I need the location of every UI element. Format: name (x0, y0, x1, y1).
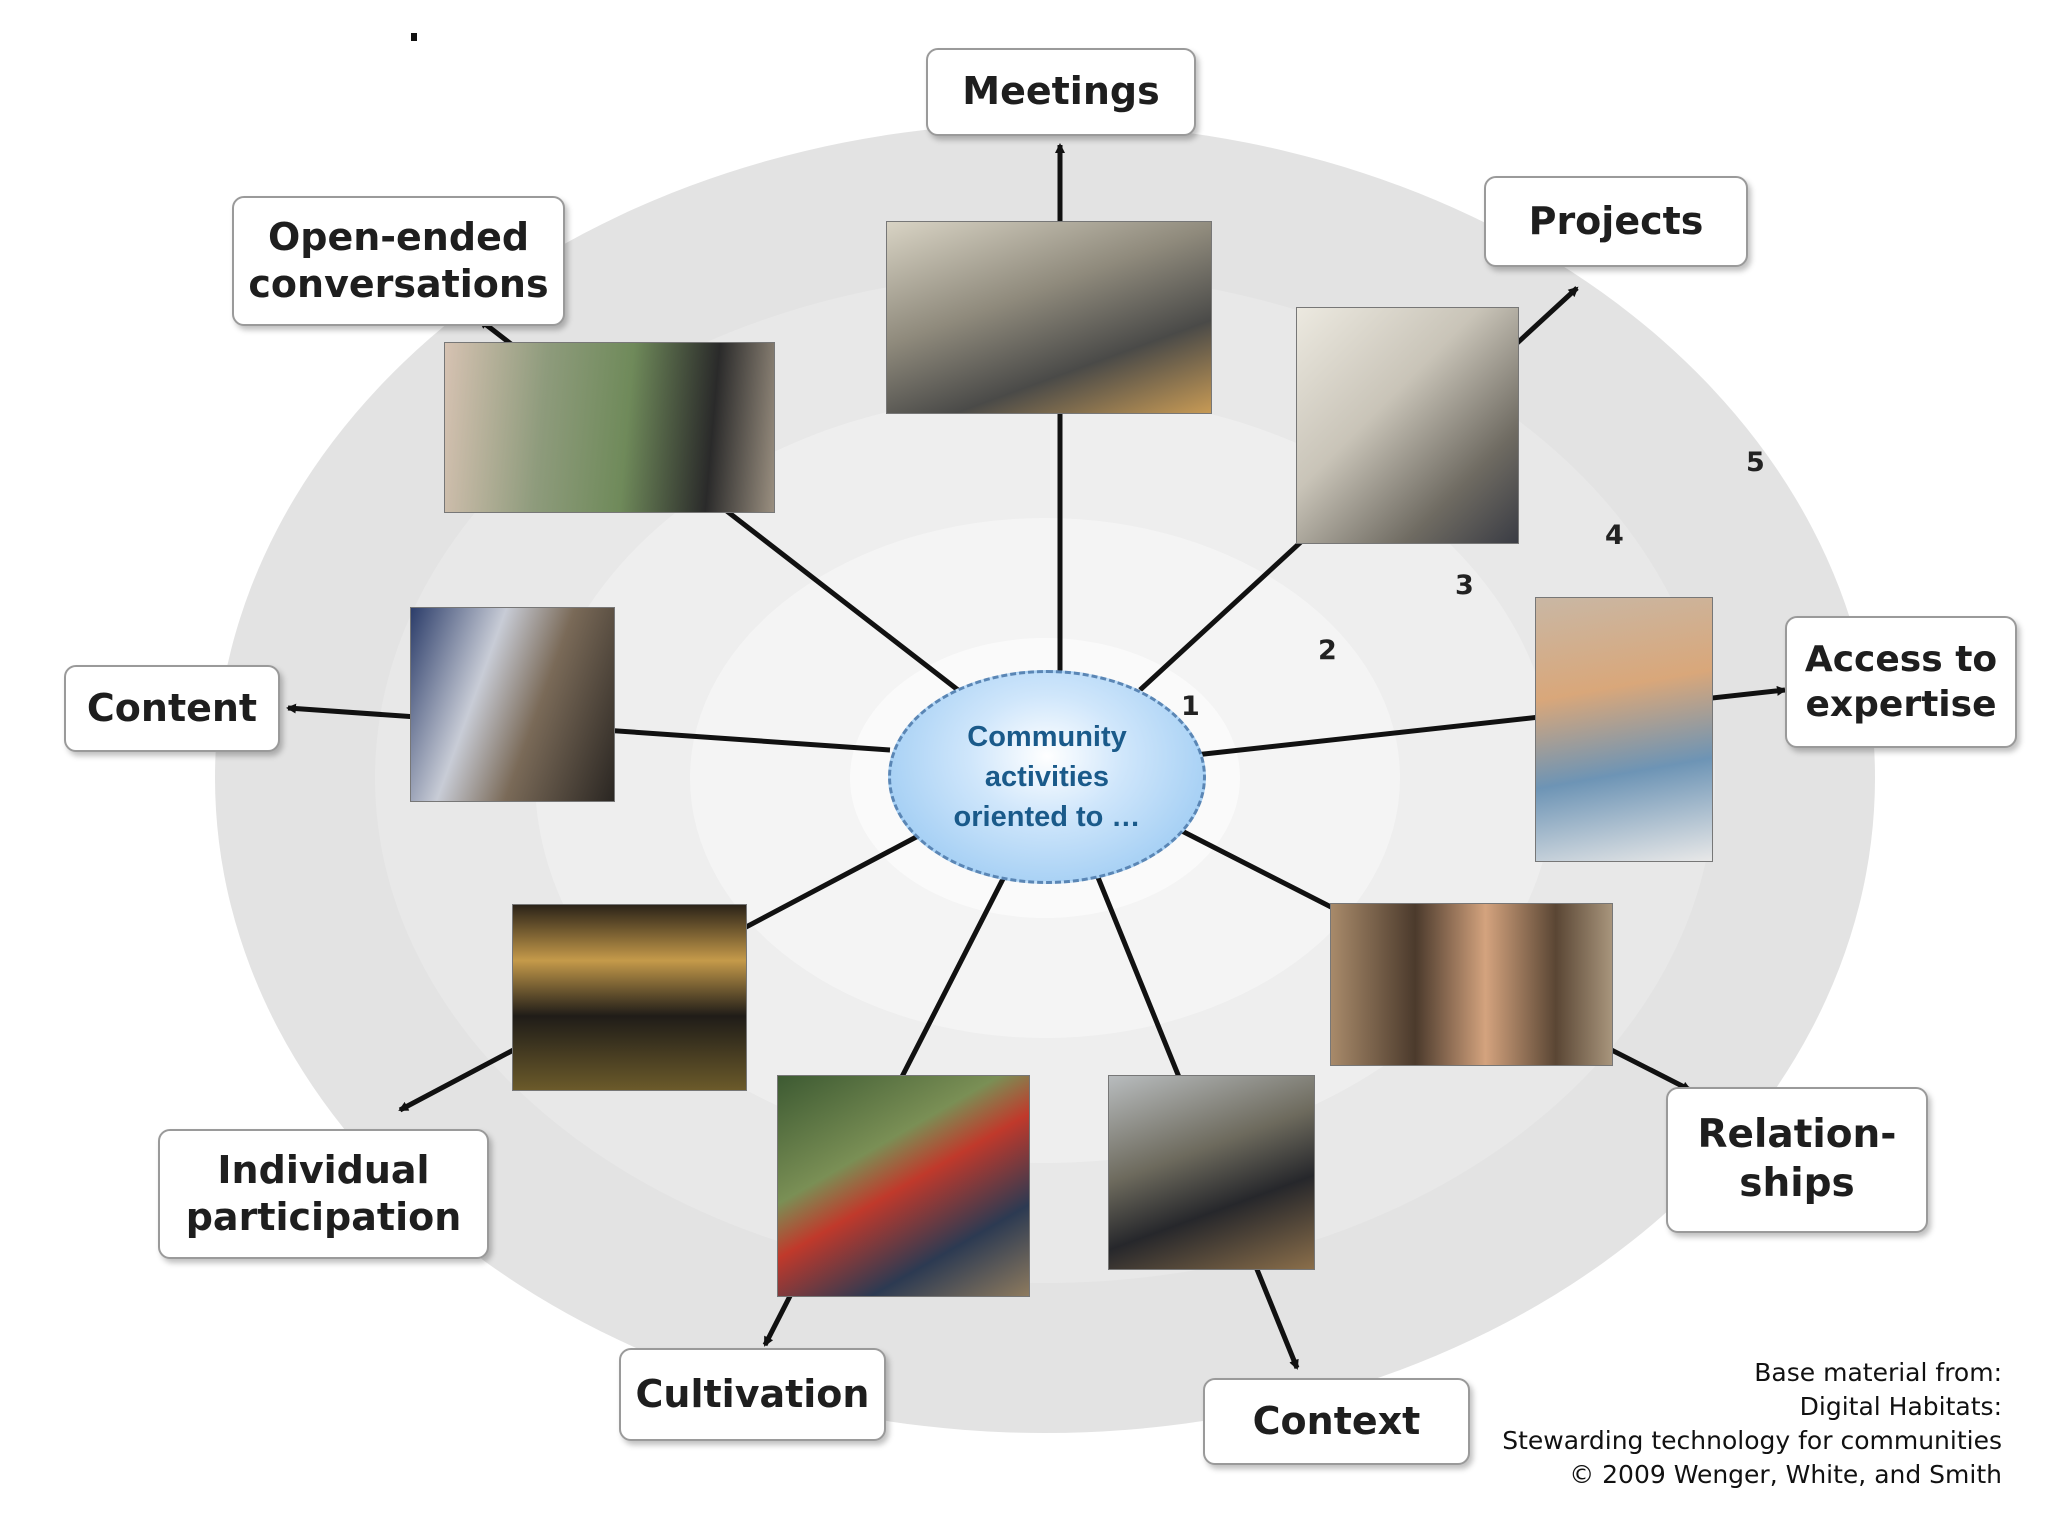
photo-meetings (886, 221, 1212, 414)
photo-context (1108, 1075, 1315, 1270)
box-individual-line-1: Individual (217, 1147, 430, 1192)
hub-line-3: oriented to … (953, 801, 1141, 833)
box-conversations-line-1: Open-ended (267, 214, 530, 259)
box-individual-participation: Individual participation (158, 1129, 489, 1259)
photo-relationships (1330, 903, 1613, 1066)
box-context: Context (1203, 1378, 1470, 1465)
ring-number-2: 2 (1318, 635, 1337, 666)
box-cultivation: Cultivation (619, 1348, 886, 1441)
box-context-label: Context (1252, 1398, 1421, 1443)
box-access-line-1: Access to (1804, 639, 1998, 680)
credit-line-1: Base material from: (1754, 1358, 2002, 1387)
box-relationships-line-2: ships (1739, 1161, 1855, 1206)
credit-line-3: Stewarding technology for communities (1502, 1426, 2002, 1455)
photo-content (410, 607, 615, 802)
box-conversations-line-2: conversations (248, 262, 549, 306)
box-open-ended-conversations: Open-ended conversations (232, 196, 565, 326)
box-projects-label: Projects (1528, 198, 1704, 243)
ring-number-4: 4 (1605, 520, 1624, 551)
stray-dot (411, 33, 417, 41)
box-cultivation-label: Cultivation (635, 1371, 870, 1416)
photo-access-to-expertise (1535, 597, 1713, 862)
credit-line-4: © 2009 Wenger, White, and Smith (1569, 1460, 2002, 1489)
box-content-label: Content (86, 685, 258, 730)
credit-line-2: Digital Habitats: (1799, 1392, 2002, 1421)
center-hub: Community activities oriented to … (888, 670, 1206, 884)
box-access-to-expertise: Access to expertise (1785, 616, 2017, 748)
box-projects: Projects (1484, 176, 1748, 267)
box-individual-line-2: participation (185, 1195, 462, 1239)
hub-line-2: activities (984, 760, 1110, 793)
box-relationships: Relation- ships (1666, 1087, 1928, 1233)
source-credit: Base material from: Digital Habitats: St… (1502, 1356, 2002, 1492)
ring-number-1: 1 (1181, 691, 1200, 722)
ring-number-3: 3 (1455, 570, 1474, 601)
photo-cultivation (777, 1075, 1030, 1297)
photo-individual-participation (512, 904, 747, 1091)
box-meetings: Meetings (926, 48, 1196, 136)
photo-projects (1296, 307, 1519, 544)
box-relationships-line-1: Relation- (1697, 1112, 1897, 1158)
photo-open-ended-conversations (444, 342, 775, 513)
box-content: Content (64, 665, 280, 752)
hub-line-1: Community (967, 720, 1127, 753)
box-meetings-label: Meetings (962, 69, 1160, 114)
ring-number-5: 5 (1746, 447, 1765, 478)
box-access-line-2: expertise (1805, 684, 1997, 725)
